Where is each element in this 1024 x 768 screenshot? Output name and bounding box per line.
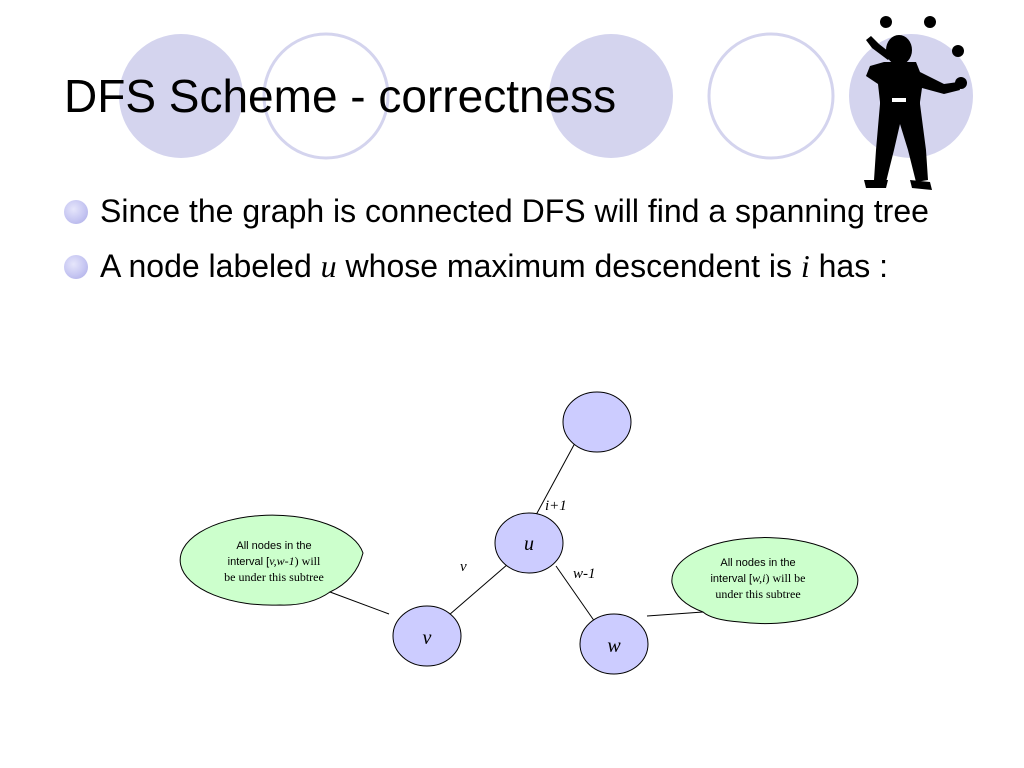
bullet-text: Since the graph is connected DFS will fi… bbox=[100, 193, 929, 229]
edge-u-v bbox=[448, 563, 509, 616]
callout-left-line3: be under this subtree bbox=[224, 570, 324, 584]
juggler-silhouette-icon bbox=[864, 16, 967, 190]
edge-label-w-minus-1: w-1 bbox=[573, 566, 596, 582]
callout-left-line2-post: ) will bbox=[294, 554, 321, 568]
callout-right-line2-post: ) will be bbox=[765, 571, 806, 585]
callout-left-line2: interval [v,w-1) will bbox=[192, 554, 356, 570]
edge-top-u bbox=[535, 442, 576, 516]
bullet-text-mid: whose maximum descendent is bbox=[336, 248, 801, 284]
bullet-var-i: i bbox=[800, 248, 810, 284]
bullet-var-u: u bbox=[320, 248, 337, 284]
edge-label-v: v bbox=[460, 559, 467, 575]
bullet-text-pre: A node labeled bbox=[100, 248, 321, 284]
bullet-icon bbox=[64, 200, 88, 224]
decor-circle-2 bbox=[262, 32, 390, 160]
bullet-text-post: has : bbox=[809, 248, 888, 284]
tree-node-u-label: u bbox=[524, 533, 534, 555]
callout-right-line3: under this subtree bbox=[715, 587, 801, 601]
tree-node-w bbox=[579, 613, 649, 675]
decor-circle-3 bbox=[549, 34, 673, 158]
slide-title: DFS Scheme - correctness bbox=[64, 70, 617, 122]
callout-right-bubble bbox=[646, 537, 859, 625]
callout-left-line1: All nodes in the bbox=[236, 540, 312, 552]
tree-node-v-label: v bbox=[423, 627, 432, 649]
edge-u-w bbox=[555, 565, 596, 623]
tree-node-top bbox=[562, 391, 632, 453]
callout-right-line2: interval [w,i) will be bbox=[676, 571, 840, 587]
callout-left-text: All nodes in the interval [v,w-1) will b… bbox=[192, 539, 356, 585]
decor-circle-4 bbox=[707, 32, 835, 160]
bullet-item: Since the graph is connected DFS will fi… bbox=[62, 188, 942, 234]
tree-node-w-label: w bbox=[607, 635, 621, 657]
header-decoration bbox=[119, 16, 973, 190]
edge-label-i-plus-1: i+1 bbox=[545, 498, 567, 514]
bullet-list: Since the graph is connected DFS will fi… bbox=[62, 188, 942, 298]
callout-left-line2-var: v,w-1 bbox=[269, 554, 295, 568]
bullet-item: A node labeled u whose maximum descenden… bbox=[62, 243, 942, 289]
decor-circle-1 bbox=[119, 34, 243, 158]
tree-node-v bbox=[392, 605, 462, 667]
callout-left-line2-pre: interval [ bbox=[227, 556, 270, 568]
bullet-icon bbox=[64, 255, 88, 279]
callout-right-line2-pre: interval [ bbox=[710, 573, 753, 585]
callout-left-bubble bbox=[179, 514, 390, 615]
callout-right-line1: All nodes in the bbox=[720, 557, 796, 569]
tree-node-u bbox=[494, 512, 564, 574]
callout-right-line2-var: w,i bbox=[752, 571, 766, 585]
callout-right-text: All nodes in the interval [w,i) will be … bbox=[676, 556, 840, 602]
